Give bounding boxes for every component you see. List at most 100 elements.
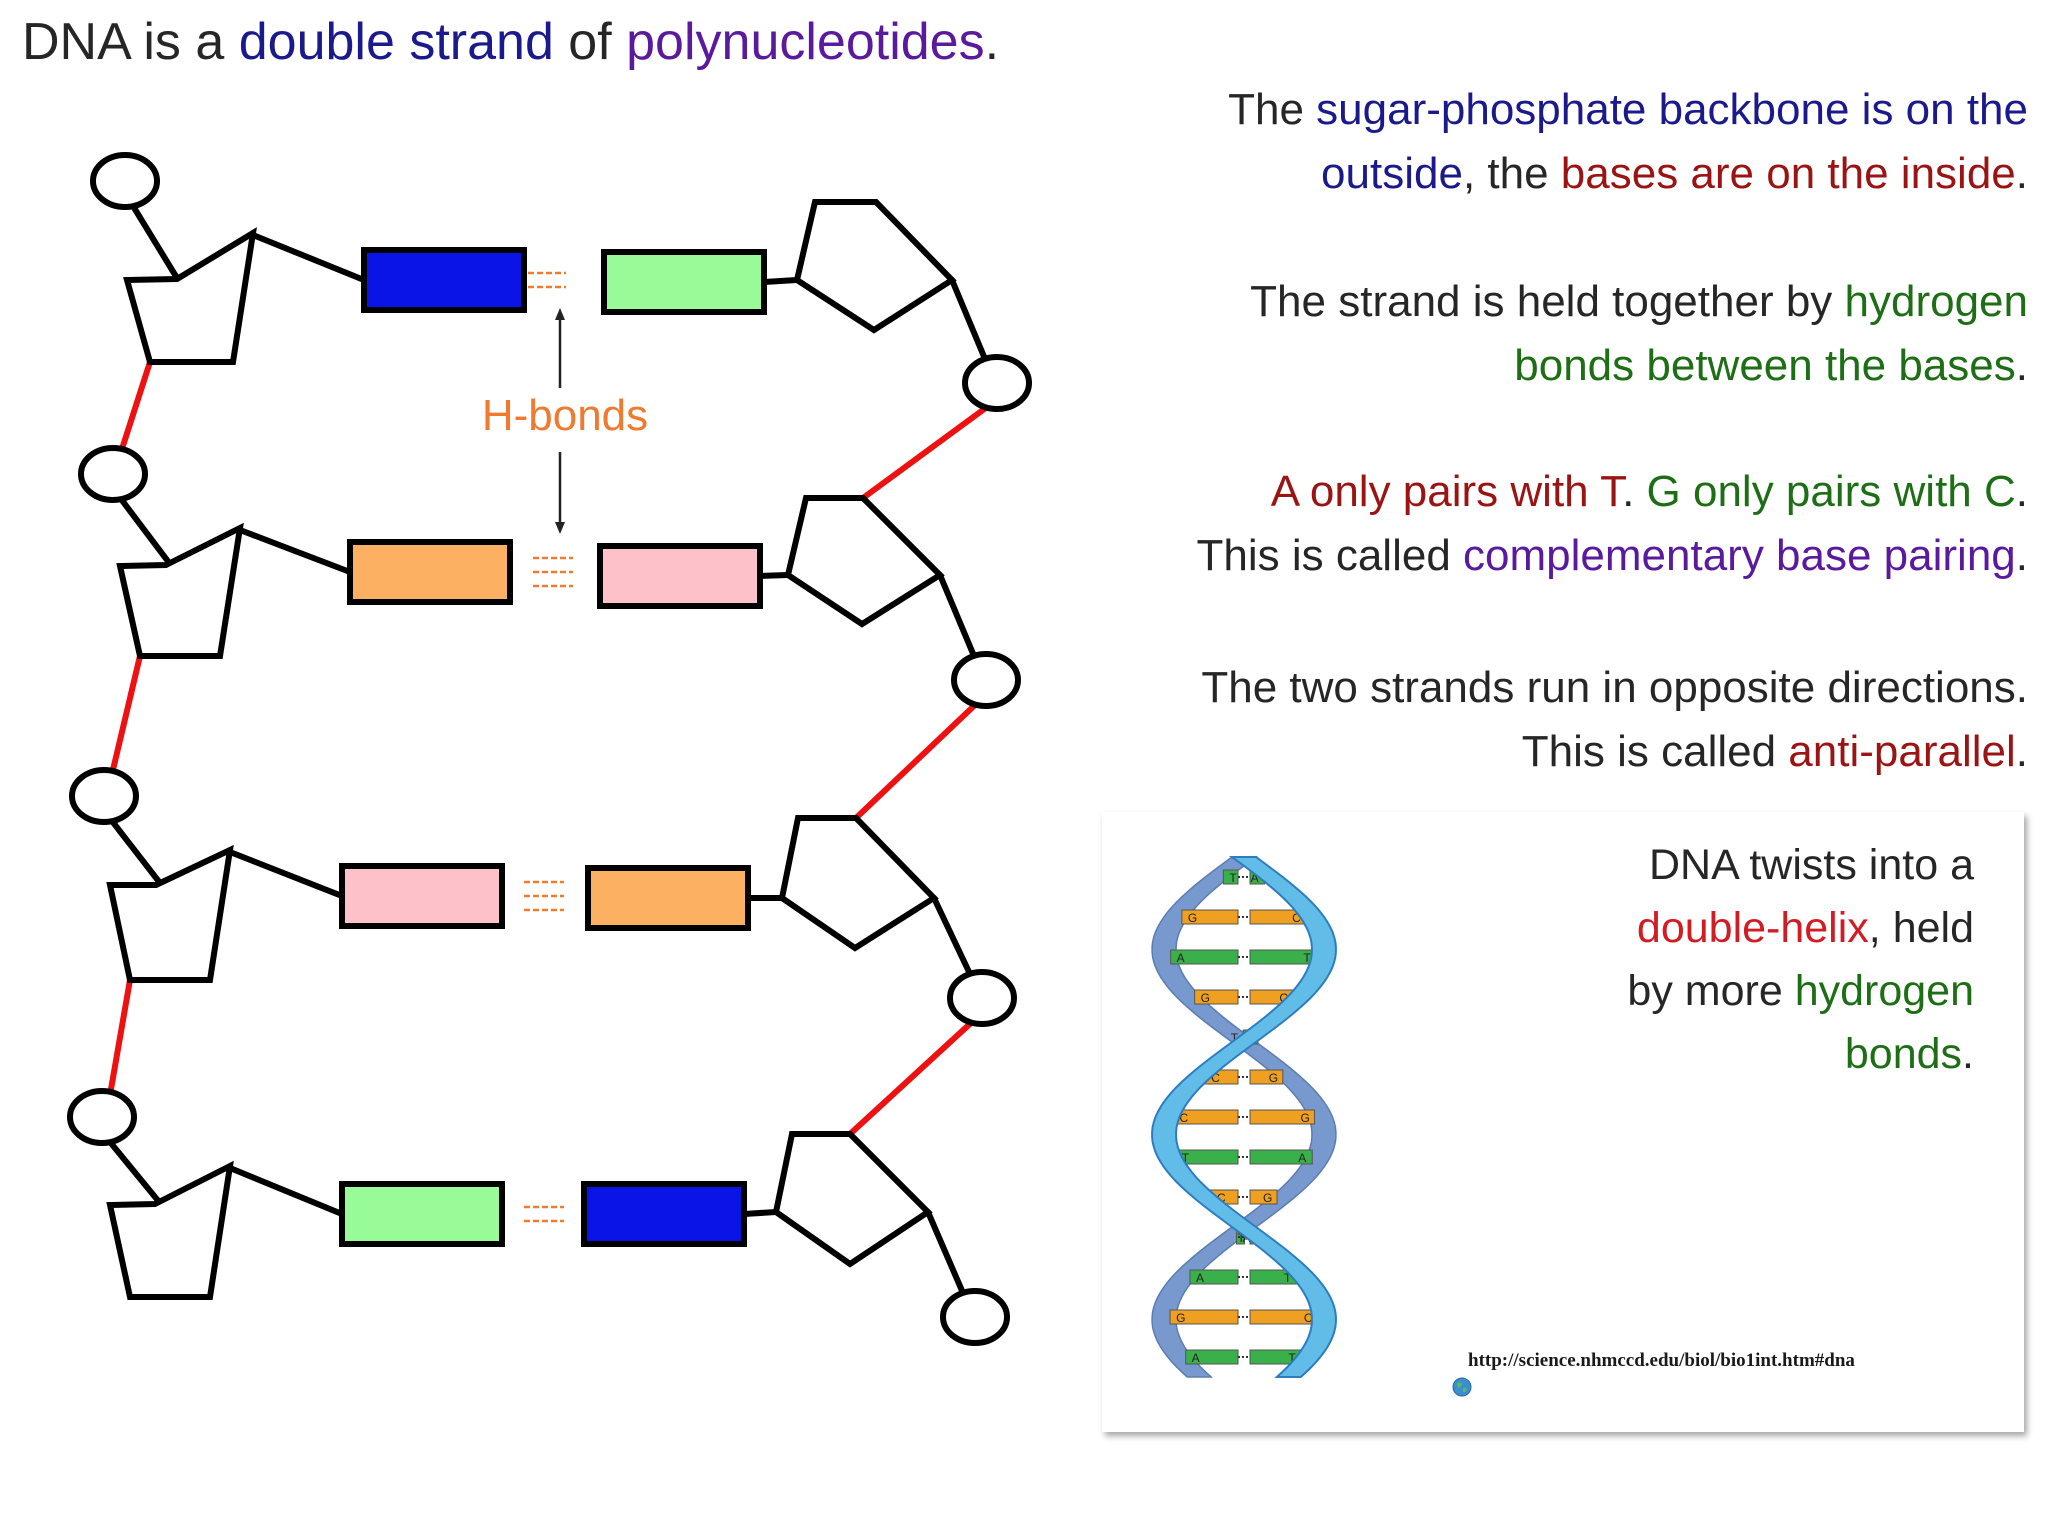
helix-caption: DNA twists into a double-helix, held by …: [1627, 834, 1974, 1086]
helix-rung-left-letter-1: T: [1229, 871, 1237, 885]
hbonds-arrow-up-head: [555, 308, 565, 320]
left-base-3: [339, 863, 505, 929]
helix-rung-right-letter-4: C: [1279, 991, 1288, 1005]
right-sugar-3: [778, 815, 939, 952]
hbonds-arrow-down-head: [555, 522, 565, 534]
source-url: http://science.nhmccd.edu/biol/bio1int.h…: [1468, 1350, 1855, 1371]
p1-l2-a: outside: [1321, 149, 1463, 198]
double-helix-panel: TAGCATGCATCGCGTACGATATGCAT DNA twists in…: [1102, 812, 2024, 1432]
helix-rung-right-8: [1249, 1149, 1313, 1165]
helix-rung-right-letter-9: G: [1263, 1191, 1272, 1205]
p3-l2-b: complementary base pairing: [1463, 531, 2016, 580]
helix-rung-right-letter-7: G: [1300, 1111, 1309, 1125]
right-phosphate-2: [951, 651, 1021, 709]
p4-l2-c: .: [2015, 727, 2028, 776]
helix-front-strand: [1151, 856, 1337, 1378]
p1-l2-d: .: [2015, 149, 2028, 198]
helix-rung-left-letter-9: C: [1217, 1191, 1226, 1205]
left-base-1: [361, 247, 527, 313]
backbone-link-left-3: [107, 979, 133, 1096]
right-phosphate-bond-1: [949, 277, 988, 362]
p2-l2-b: .: [2015, 341, 2028, 390]
helix-caption-line-2: double-helix, held: [1627, 897, 1974, 960]
helix-caption-by-more: by more: [1627, 967, 1795, 1015]
helix-caption-hydrogen: hydrogen: [1794, 967, 1974, 1015]
left-phosphate-bond-3: [109, 818, 163, 886]
p2-l1-b: hydrogen: [1844, 277, 2028, 326]
title-polynucleotides: polynucleotides: [626, 13, 985, 71]
helix-rung-left-letter-8: T: [1182, 1151, 1190, 1165]
helix-caption-held: , held: [1868, 904, 1974, 952]
helix-caption-bonds: bonds: [1844, 1030, 1963, 1078]
helix-rung-left-letter-6: C: [1211, 1071, 1220, 1085]
helix-rung-right-letter-3: T: [1303, 951, 1311, 965]
right-phosphate-bond-3: [931, 895, 973, 977]
title-prefix: DNA is a: [22, 13, 239, 71]
helix-rung-right-7: [1249, 1109, 1315, 1125]
right-base-1: [601, 249, 767, 315]
backbone-link-left-1: [118, 361, 153, 453]
paragraph-anti-parallel: The two strands run in opposite directio…: [1201, 656, 2028, 784]
right-base-4: [581, 1181, 747, 1247]
helix-rung-right-9: [1249, 1189, 1278, 1205]
left-phosphate-3: [69, 767, 139, 825]
helix-rung-left-letter-2: G: [1188, 911, 1197, 925]
left-sugar-base-bond-3: [227, 849, 345, 899]
p4-l2-b: anti-parallel: [1788, 727, 2016, 776]
helix-rung-left-letter-11: A: [1196, 1271, 1204, 1285]
paragraph-backbone-line-1: The sugar-phosphate backbone is on the: [1228, 78, 2028, 142]
p1-l1-b: sugar-phosphate backbone is on the: [1316, 85, 2028, 134]
left-sugar-1: [123, 227, 257, 365]
globe-icon: [1452, 1377, 1472, 1397]
left-sugar-base-bond-2: [237, 527, 353, 575]
left-sugar-4: [106, 1160, 234, 1300]
p4-l2-a: This is called: [1521, 727, 1789, 776]
right-phosphate-3: [947, 969, 1017, 1027]
paragraph-pairing-line-1: A only pairs with T. G only pairs with C…: [1196, 460, 2028, 524]
helix-rung-left-letter-12: G: [1176, 1311, 1185, 1325]
left-phosphate-bond-2: [118, 496, 173, 567]
left-phosphate-1: [90, 152, 160, 210]
helix-rung-right-letter-10: T: [1238, 1231, 1246, 1245]
paragraph-backbone-line-2: outside, the bases are on the inside.: [1228, 142, 2028, 206]
left-sugar-3: [106, 844, 234, 983]
backbone-link-right-3: [847, 1019, 975, 1137]
right-sugar-base-bond-1: [761, 277, 800, 285]
right-sugar-4: [772, 1131, 933, 1268]
backbone-link-right-1: [861, 404, 989, 501]
paragraph-hydrogen-line-1: The strand is held together by hydrogen: [1250, 270, 2028, 334]
right-base-3: [585, 865, 751, 931]
p3-l1-b: .: [1622, 467, 1647, 516]
right-phosphate-4: [940, 1288, 1010, 1346]
helix-back-strand: [1151, 856, 1337, 1378]
left-phosphate-bond-4: [107, 1139, 163, 1206]
helix-rung-right-letter-13: T: [1288, 1351, 1296, 1365]
right-sugar-base-bond-4: [741, 1209, 779, 1217]
page-title: DNA is a double strand of polynucleotide…: [22, 12, 999, 72]
title-double-strand: double strand: [238, 13, 554, 71]
paragraph-base-pairing: A only pairs with T. G only pairs with C…: [1196, 460, 2028, 588]
p1-l2-b: , the: [1462, 149, 1561, 198]
helix-rung-right-letter-12: C: [1304, 1311, 1313, 1325]
helix-caption-line-1: DNA twists into a: [1649, 841, 1974, 889]
p2-l1-a: The strand is held together by: [1250, 277, 1845, 326]
left-phosphate-2: [78, 445, 148, 503]
p3-l1-c: G only pairs with C: [1646, 467, 2016, 516]
helix-caption-double-helix: double-helix: [1636, 904, 1869, 952]
dna-ladder-diagram: H-bonds: [67, 152, 1032, 1346]
right-phosphate-bond-2: [937, 572, 977, 659]
helix-rung-right-6: [1249, 1069, 1284, 1085]
helix-rung-right-letter-2: C: [1292, 911, 1301, 925]
left-base-2: [347, 539, 513, 605]
p2-l2-a: bonds between the bases: [1514, 341, 2016, 390]
helix-caption-line-3: by more hydrogen: [1627, 960, 1974, 1023]
backbone-link-right-2: [853, 701, 979, 821]
helix-rung-left-letter-13: A: [1192, 1351, 1200, 1365]
backbone-link-left-2: [109, 655, 143, 775]
hbonds-label: H-bonds: [482, 391, 648, 440]
helix-rung-right-letter-6: G: [1269, 1071, 1278, 1085]
right-sugar-base-bond-2: [757, 572, 791, 579]
right-sugar-1: [793, 199, 957, 334]
paragraph-hydrogen-bonds: The strand is held together by hydrogen …: [1250, 270, 2028, 398]
helix-rung-left-letter-3: A: [1177, 951, 1185, 965]
